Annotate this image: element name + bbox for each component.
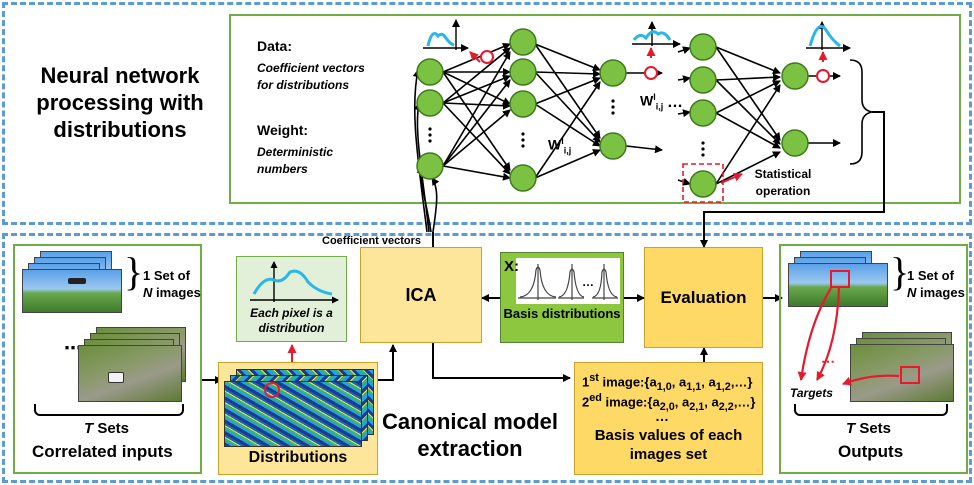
output-target-box-2 — [900, 366, 920, 384]
output-set-label-1: 1 Set of — [907, 268, 954, 283]
basis-values-line-1: 1st image:{a1,0, a1,1, a1,2,…} — [582, 372, 753, 393]
input-image-8 — [78, 345, 182, 402]
nn-section-title: Neural network processing with distribut… — [36, 63, 204, 142]
input-vertical-dots: ⋯ — [64, 338, 82, 358]
basis-plot-area — [516, 258, 620, 304]
canonical-section-border — [2, 233, 972, 483]
basis-values-dots: … — [655, 408, 669, 424]
data-desc: Coefficient vectors for distributions — [257, 61, 365, 92]
neuron-l4-4 — [689, 170, 717, 198]
weight-label: Weight: — [257, 122, 309, 138]
input-set-brace: } — [124, 249, 144, 294]
pixel-distribution-text: Each pixel is a distribution — [250, 306, 333, 335]
basis-values-line-2: 2ed image:{a2,0, a2,1, a2,2,…} — [582, 392, 756, 413]
svg-text:⋯: ⋯ — [821, 353, 835, 369]
neuron-l3-2 — [599, 132, 627, 160]
output-set-label-2: N images — [907, 285, 965, 300]
neurons — [416, 28, 809, 198]
neuron-l2-4 — [509, 164, 537, 192]
targets-label: Targets — [790, 386, 833, 400]
neuron-l2-3 — [509, 90, 537, 118]
distributions-label: Distributions — [248, 449, 348, 466]
output-t-sets: T Sets — [846, 420, 892, 437]
distribution-map — [224, 381, 362, 447]
input-set-label-2: N images — [143, 285, 201, 300]
basis-x-label: X: — [504, 258, 519, 275]
connections-l3-next — [625, 46, 691, 186]
output-target-box-1 — [830, 270, 850, 288]
layer-ellipsis: … — [667, 94, 683, 111]
nn-section-border — [2, 2, 972, 225]
connections-l1-l2 — [442, 43, 511, 181]
input-image-4 — [22, 269, 122, 313]
car-icon — [108, 372, 124, 383]
neuron-out-1 — [781, 62, 809, 90]
inputs-panel — [13, 244, 202, 474]
data-label: Data: — [257, 38, 293, 54]
distribution-plot-3 — [806, 21, 851, 52]
evaluation-box: Evaluation — [644, 247, 763, 348]
neuron-l3-1 — [599, 59, 627, 87]
neuron-l2-1 — [509, 28, 537, 56]
output-t-brace — [794, 404, 948, 416]
weight-wi0-label: Wli,j — [640, 92, 664, 112]
neuron-l1-1 — [416, 58, 444, 86]
stat-op-circles — [480, 50, 830, 83]
coef-vectors-label: Coefficient vectors — [322, 235, 422, 247]
distribution-plot-1 — [423, 19, 469, 52]
outputs-caption: Outputs — [838, 442, 904, 461]
target-arrows: ⋯ — [797, 287, 900, 386]
output-image-6 — [850, 344, 954, 402]
output-bracket — [849, 59, 873, 165]
ica-box: ICA — [360, 247, 482, 343]
output-set-brace: } — [890, 249, 910, 294]
neuron-l4-3 — [689, 99, 717, 127]
stat-op-box — [682, 163, 724, 203]
weight-desc: Deterministic numbers — [257, 145, 334, 176]
basis-values-title: Basis values of each images set — [594, 427, 743, 463]
basis-label: Basis distributions — [503, 306, 621, 321]
canonical-section-title: Canonical model extraction — [381, 409, 559, 461]
svg-text:…: … — [582, 275, 594, 289]
inputs-caption: Correlated inputs — [32, 442, 173, 461]
basis-curves: … — [518, 264, 618, 300]
pixel-distribution-plot — [250, 261, 339, 304]
red-arrows — [469, 47, 828, 184]
input-t-sets: T Sets — [84, 420, 130, 437]
input-set-label-1: 1 Set of — [143, 268, 190, 283]
neuron-l1-2 — [416, 89, 444, 117]
distributions-to-ica-arrow — [378, 344, 397, 381]
outputs-panel — [779, 244, 968, 474]
distribution-plot-2 — [632, 21, 681, 48]
stat-op-label: Statistical operation — [754, 167, 812, 198]
ellipsis-dots — [428, 99, 705, 157]
neuron-out-2 — [781, 129, 809, 157]
connections-l4-out — [715, 46, 841, 185]
neuron-l1-3 — [416, 152, 444, 180]
neuron-l4-1 — [689, 33, 717, 61]
neuron-l4-2 — [689, 66, 717, 94]
nn-to-evaluation-arrow — [700, 111, 885, 248]
weight-wij-label: Wli,j — [548, 136, 572, 156]
basis-values-box — [574, 362, 763, 475]
evaluation-label: Evaluation — [660, 287, 747, 307]
input-t-brace — [34, 404, 184, 416]
ica-label: ICA — [405, 284, 437, 305]
nn-panel — [229, 14, 961, 204]
neuron-l2-2 — [509, 58, 537, 86]
pixel-red-circle — [264, 382, 280, 398]
ica-to-basis-values-arrow — [432, 343, 571, 382]
drone-icon — [68, 278, 86, 284]
connections-l2-l3 — [534, 43, 601, 179]
